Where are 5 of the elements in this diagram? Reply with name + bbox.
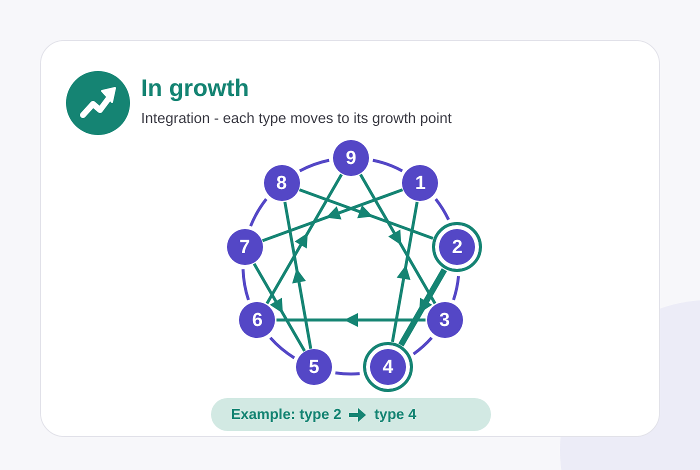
example-text: type 4 [374,406,416,424]
example-text: Example: type 2 [231,406,342,424]
example-pill [211,398,491,431]
title: In growth [141,74,249,104]
subtitle: Integration - each type moves to its growth point [141,110,452,128]
